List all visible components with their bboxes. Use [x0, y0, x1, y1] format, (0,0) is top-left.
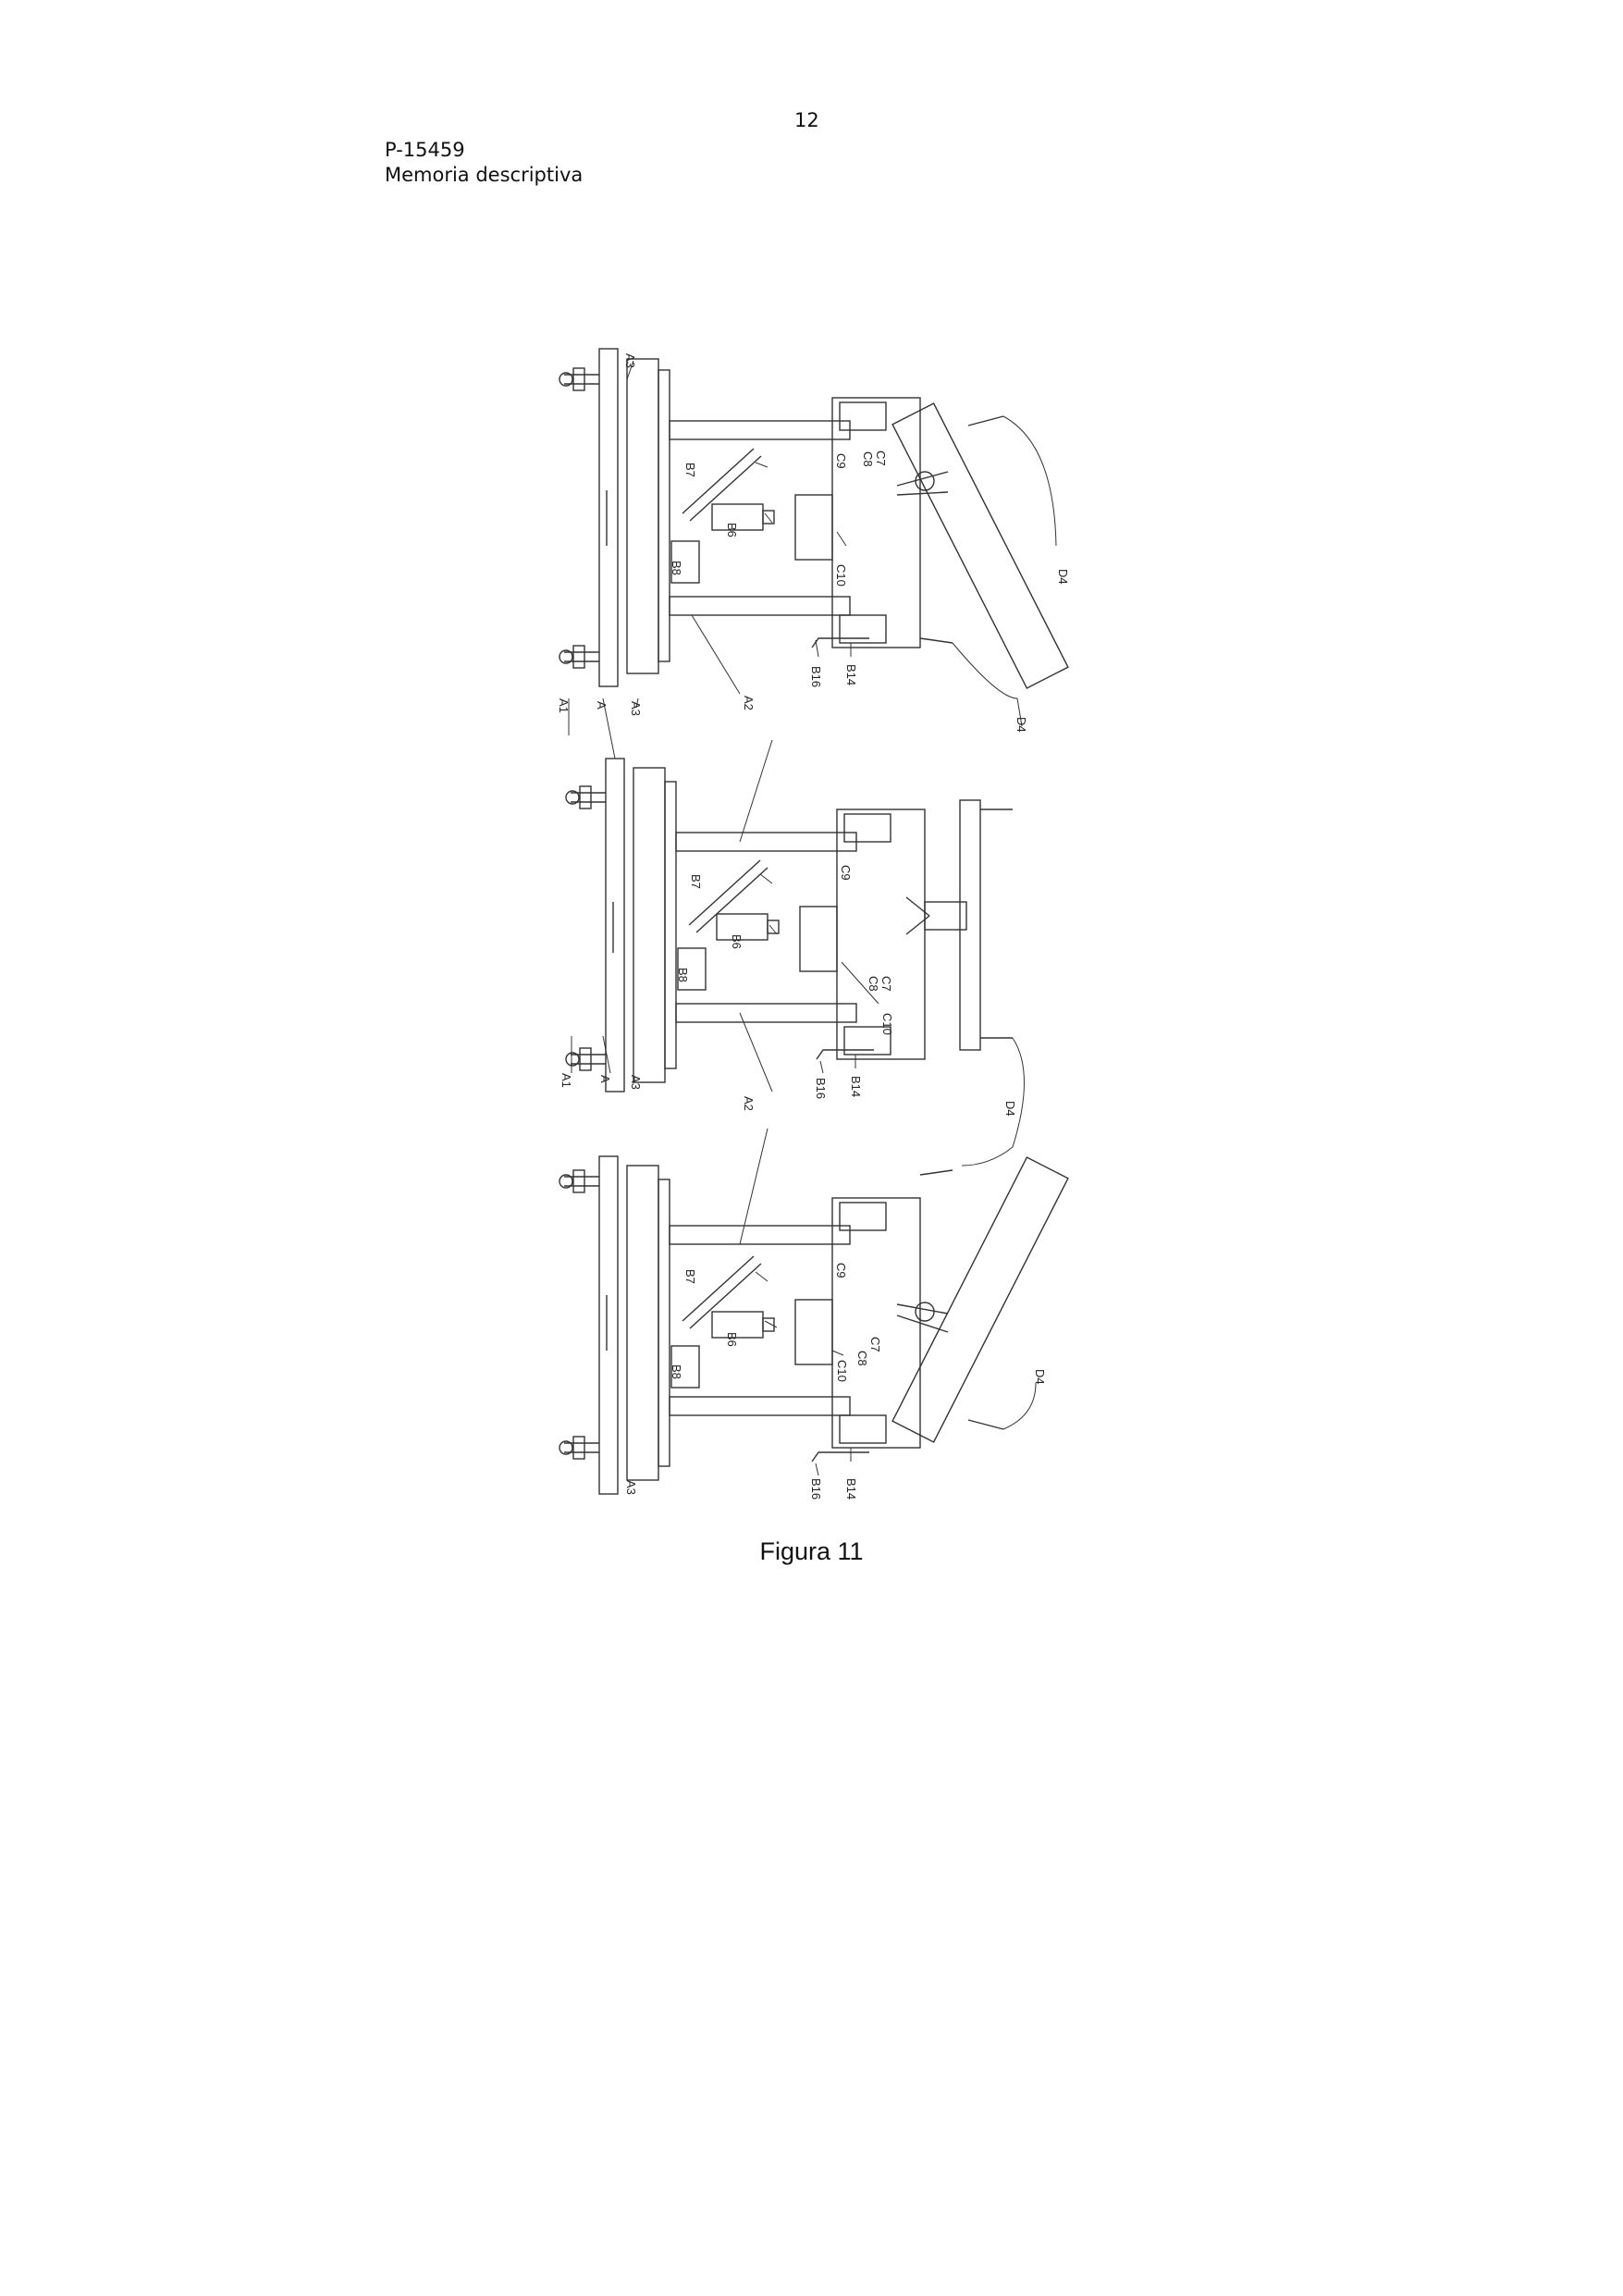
label-C7: C7 [879, 976, 893, 992]
unit-bottom [559, 1155, 1069, 1495]
label-B6: B6 [725, 523, 739, 537]
label-B16: B16 [814, 1078, 828, 1099]
label-A2: A2 [742, 696, 756, 710]
label-B7: B7 [683, 463, 697, 477]
label-B14: B14 [849, 1076, 863, 1097]
label-B8: B8 [676, 968, 690, 982]
label-C8: C8 [855, 1351, 869, 1366]
label-C8: C8 [861, 451, 875, 467]
mount-bracket [559, 1436, 599, 1460]
label-B6: B6 [725, 1332, 739, 1347]
label-B6: B6 [730, 934, 744, 949]
label-A2: A2 [742, 1096, 756, 1111]
label-B16: B16 [809, 1478, 823, 1500]
label-A3: A3 [629, 1075, 643, 1090]
label-C7: C7 [874, 451, 888, 466]
mount-bracket [559, 645, 599, 669]
unit-middle [565, 758, 1013, 1092]
label-C10: C10 [880, 1013, 894, 1035]
label-C9: C9 [834, 453, 848, 469]
label-B7: B7 [683, 1269, 697, 1284]
label-C7: C7 [868, 1337, 882, 1352]
label-B8: B8 [670, 561, 683, 575]
label-D4: D4 [1056, 569, 1070, 585]
label-D4: D4 [1003, 1101, 1017, 1117]
technical-drawing: A3 B7 B6 B8 C9 C8 C7 C10 D4 B16 B14 A1 A… [557, 348, 1070, 1500]
mount-bracket [565, 1047, 606, 1071]
mount-bracket [559, 1169, 599, 1193]
label-C8: C8 [867, 976, 880, 992]
label-B14: B14 [844, 664, 858, 685]
label-C10: C10 [835, 1360, 849, 1382]
part-labels: A3 B7 B6 B8 C9 C8 C7 C10 D4 B16 B14 A1 A… [557, 353, 1070, 1500]
label-A3: A3 [629, 701, 643, 716]
document-reference: P-15459 [385, 139, 465, 161]
label-A: A [595, 701, 609, 710]
label-C10: C10 [834, 564, 848, 586]
figure-caption: Figura 11 [759, 1537, 864, 1565]
label-B7: B7 [689, 874, 703, 889]
label-C9: C9 [834, 1263, 848, 1278]
label-A1: A1 [559, 1073, 573, 1088]
label-D4: D4 [1014, 717, 1028, 733]
unit-top [559, 348, 1069, 689]
label-A3: A3 [624, 1480, 638, 1495]
document-type: Memoria descriptiva [385, 164, 584, 186]
label-B16: B16 [809, 666, 823, 687]
label-D4: D4 [1033, 1369, 1047, 1385]
page-number: 12 [794, 109, 819, 131]
label-C9: C9 [839, 865, 853, 881]
mount-bracket [565, 785, 606, 809]
label-A3: A3 [623, 353, 637, 368]
label-B8: B8 [670, 1364, 683, 1379]
label-A1: A1 [557, 698, 571, 713]
leader-lines [568, 360, 1057, 1476]
mount-bracket [559, 367, 599, 391]
label-A: A [598, 1075, 612, 1083]
label-B14: B14 [844, 1478, 858, 1500]
